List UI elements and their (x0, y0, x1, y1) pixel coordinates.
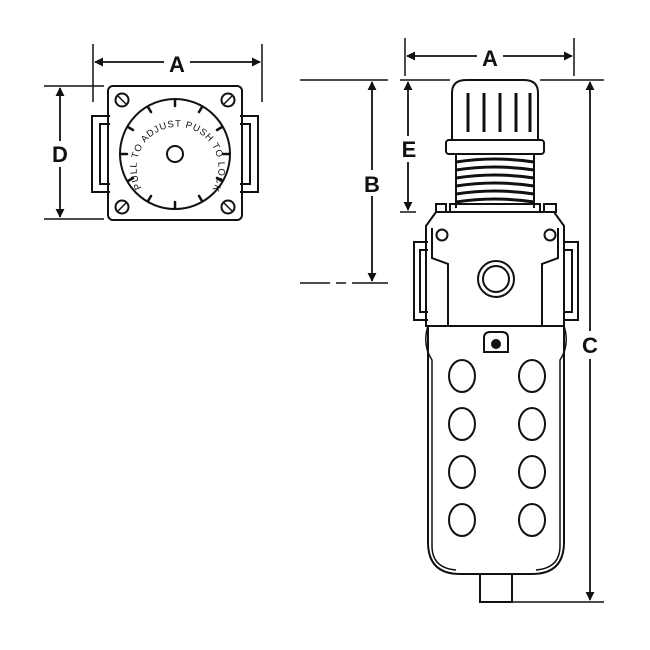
front-left-port (413, 241, 428, 321)
front-view-dimension-e (397, 79, 450, 213)
front-right-port (564, 241, 579, 321)
regulator-head (425, 203, 565, 327)
top-view-label-a: A (169, 52, 185, 77)
front-view-label-b: B (364, 172, 380, 197)
gauge-port (477, 260, 515, 298)
bowl-lock-tab (483, 331, 509, 353)
knob-center-hole (166, 145, 184, 163)
front-knob (445, 79, 545, 155)
drain-fitting (479, 574, 513, 603)
top-view-dimension-d (44, 85, 104, 220)
top-view-label-d: D (52, 142, 68, 167)
knob-grip-ticks (119, 98, 231, 210)
bowl-guard-slots (448, 359, 546, 537)
bowl-guard (427, 325, 565, 575)
top-view-body (107, 85, 243, 221)
front-view (300, 38, 604, 603)
front-view-dimension-b (300, 79, 388, 284)
front-view-label-a: A (482, 46, 498, 71)
top-view (44, 44, 263, 221)
top-view-dimension-a (92, 44, 263, 102)
top-view-left-port (91, 115, 110, 193)
threaded-stem (449, 154, 541, 213)
front-view-dimension-c (512, 79, 604, 603)
front-view-dimension-a (404, 38, 575, 76)
corner-screw-icons (114, 92, 236, 215)
front-view-label-c: C (582, 333, 598, 358)
front-view-label-e: E (402, 137, 417, 162)
knob-instruction-text: × PULL TO ADJUST PUSH TO LOCK - (0, 0, 227, 195)
top-view-right-port (240, 115, 259, 193)
